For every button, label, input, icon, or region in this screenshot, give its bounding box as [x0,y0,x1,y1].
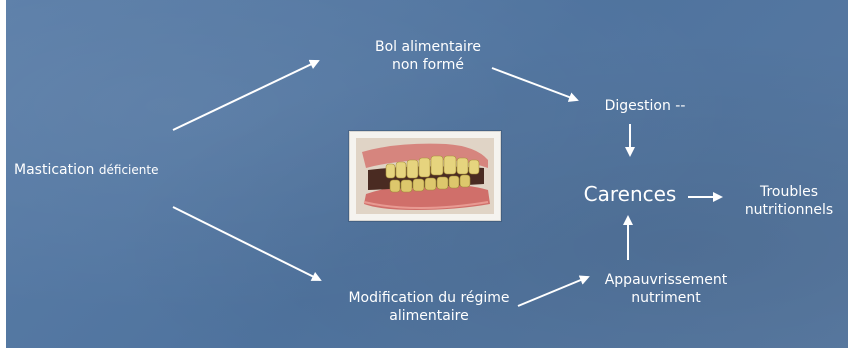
node-troubles: Troubles nutritionnels [730,184,848,219]
node-bol-alimentaire: Bol alimentaire non formé [348,39,508,74]
node-appauvrissement: Appauvrissement nutriment [588,272,744,307]
node-mastication: Mastication déficiente [14,162,158,180]
teeth-illustration [356,138,494,214]
appauvrissement-line1: Appauvrissement [588,272,744,290]
modification-line2: alimentaire [326,308,532,326]
arrow-mastication-to-modification [173,207,320,280]
mastication-main-label: Mastication [14,162,94,178]
node-digestion: Digestion -- [580,98,710,116]
troubles-line2: nutritionnels [730,202,848,220]
denture-photo [349,131,501,221]
carences-label: Carences [570,182,690,207]
appauvrissement-line2: nutriment [588,290,744,308]
mastication-qualifier-label: déficiente [99,163,159,177]
arrow-mastication-to-bol [173,61,318,130]
bol-line2: non formé [348,57,508,75]
modification-line1: Modification du régime [326,290,532,308]
troubles-line1: Troubles [730,184,848,202]
node-carences: Carences [570,182,690,207]
bol-line1: Bol alimentaire [348,39,508,57]
node-modification: Modification du régime alimentaire [326,290,532,325]
digestion-label: Digestion -- [580,98,710,116]
